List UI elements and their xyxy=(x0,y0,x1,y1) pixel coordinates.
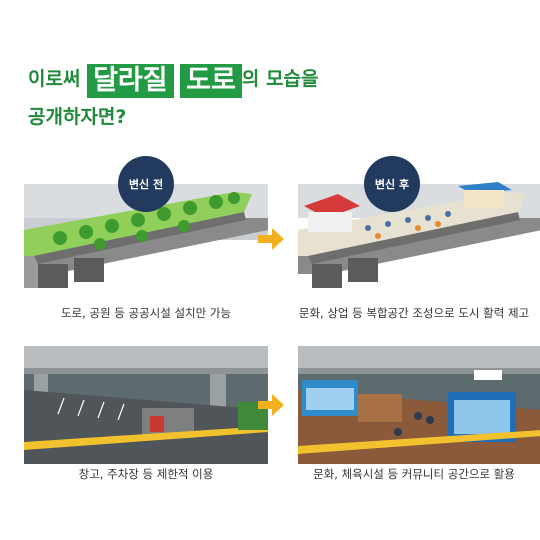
title-line2: 공개하자면? xyxy=(28,106,127,128)
title-part2: 의 모습을 xyxy=(241,68,319,90)
before-badge: 변신 전 xyxy=(118,156,174,212)
before-park-illustration xyxy=(24,178,268,296)
title-part1: 이로써 xyxy=(28,68,81,90)
title-highlight-2: 도로 xyxy=(180,64,242,98)
after-cultural-illustration xyxy=(298,178,540,296)
arrow-right-icon xyxy=(258,228,284,250)
after-badge: 변신 후 xyxy=(364,156,420,212)
caption-top-left: 도로, 공원 등 공공시설 설치만 가능 xyxy=(60,306,232,320)
under-overpass-parking-illustration xyxy=(24,346,268,464)
caption-top-right: 문화, 상업 등 복합공간 조성으로 도시 활력 제고 xyxy=(298,306,530,320)
caption-bottom-right: 문화, 체육시설 등 커뮤니티 공간으로 활용 xyxy=(313,467,515,481)
under-overpass-community-illustration xyxy=(298,346,540,464)
caption-bottom-left: 창고, 주차장 등 제한적 이용 xyxy=(78,467,214,481)
arrow-right-icon xyxy=(258,394,284,416)
title-highlight-1: 달라질 xyxy=(87,64,174,98)
